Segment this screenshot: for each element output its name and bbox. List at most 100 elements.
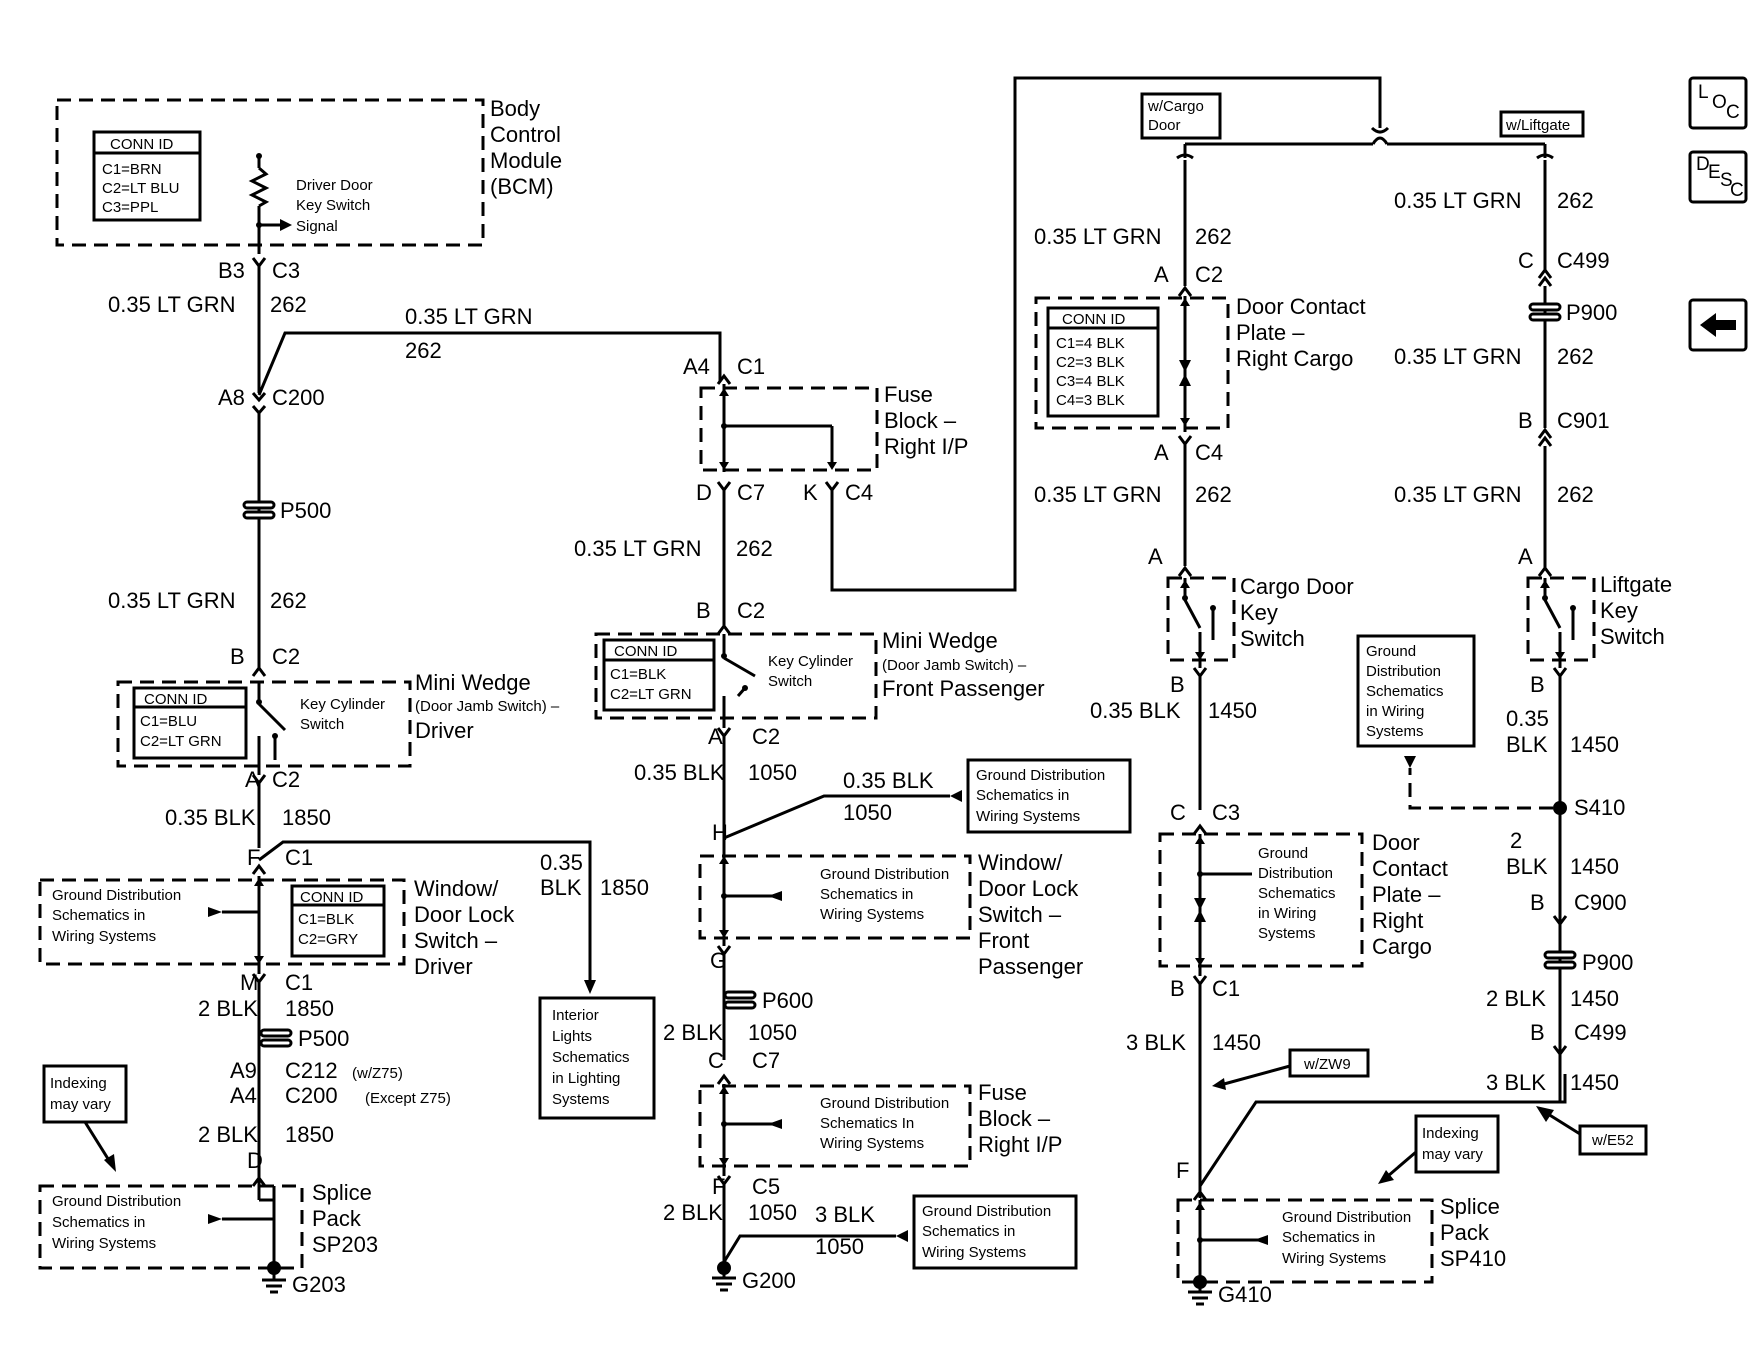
- svg-text:Ground Distribution: Ground Distribution: [52, 887, 181, 904]
- svg-text:Key: Key: [1600, 598, 1638, 623]
- svg-text:Liftgate: Liftgate: [1600, 572, 1672, 597]
- fuse-block-lower: Ground Distribution Schematics In Wiring…: [698, 1080, 1062, 1176]
- svg-text:Schematics in: Schematics in: [820, 886, 913, 903]
- svg-text:P500: P500: [298, 1026, 349, 1051]
- svg-text:Right Cargo: Right Cargo: [1236, 346, 1353, 371]
- svg-text:0.35 BLK: 0.35 BLK: [165, 805, 256, 830]
- interior-lights-ref[interactable]: Interior Lights Schematics in Lighting S…: [538, 996, 656, 1120]
- svg-text:Splice: Splice: [1440, 1194, 1500, 1219]
- bcm-title: Body: [490, 96, 540, 121]
- svg-text:Fuse: Fuse: [978, 1080, 1027, 1105]
- svg-text:1850: 1850: [285, 996, 334, 1021]
- svg-text:Schematics: Schematics: [1366, 683, 1444, 700]
- svg-text:may vary: may vary: [1422, 1146, 1483, 1163]
- svg-text:1050: 1050: [748, 760, 797, 785]
- svg-text:0.35 LT GRN: 0.35 LT GRN: [1034, 482, 1162, 507]
- svg-text:P900: P900: [1566, 300, 1617, 325]
- svg-text:2 BLK: 2 BLK: [1486, 986, 1546, 1011]
- loc-icon[interactable]: L O C: [1688, 76, 1748, 130]
- svg-text:2 BLK: 2 BLK: [198, 1122, 258, 1147]
- svg-text:Switch: Switch: [1240, 626, 1305, 651]
- svg-text:Plate –: Plate –: [1372, 882, 1441, 907]
- svg-text:B: B: [1530, 672, 1545, 697]
- svg-text:D: D: [1696, 154, 1710, 175]
- svg-text:Switch: Switch: [768, 673, 812, 690]
- svg-text:C4: C4: [1195, 440, 1223, 465]
- svg-text:0.35 BLK: 0.35 BLK: [843, 768, 934, 793]
- svg-text:1450: 1450: [1570, 854, 1619, 879]
- svg-text:C2: C2: [752, 724, 780, 749]
- svg-text:C2=LT GRN: C2=LT GRN: [610, 686, 692, 703]
- svg-text:F: F: [1176, 1158, 1189, 1183]
- svg-text:A9: A9: [230, 1058, 257, 1083]
- svg-text:C901: C901: [1557, 408, 1610, 433]
- svg-text:1850: 1850: [282, 805, 331, 830]
- arrow-up-icon: [584, 980, 596, 994]
- svg-text:Signal: Signal: [296, 218, 338, 235]
- svg-text:A: A: [245, 767, 260, 792]
- svg-text:P900: P900: [1582, 950, 1633, 975]
- svg-text:1050: 1050: [843, 800, 892, 825]
- svg-text:2: 2: [1510, 828, 1522, 853]
- desc-icon[interactable]: D E S C: [1688, 150, 1748, 204]
- svg-text:0.35: 0.35: [540, 850, 583, 875]
- svg-text:Splice: Splice: [312, 1180, 372, 1205]
- svg-text:B: B: [1170, 976, 1185, 1001]
- svg-text:Schematics in: Schematics in: [922, 1223, 1015, 1240]
- svg-text:A8: A8: [218, 385, 245, 410]
- svg-text:Schematics in: Schematics in: [52, 1214, 145, 1231]
- svg-text:A4: A4: [683, 354, 710, 379]
- fuse-block-right-ip: A4 C1 Fuse Block – Right I/P D C7 K C4: [683, 354, 968, 505]
- svg-text:Block –: Block –: [884, 408, 957, 433]
- svg-text:Front Passenger: Front Passenger: [882, 676, 1045, 701]
- svg-text:Window/: Window/: [414, 876, 499, 901]
- svg-text:0.35 LT GRN: 0.35 LT GRN: [108, 292, 236, 317]
- svg-text:Fuse: Fuse: [884, 382, 933, 407]
- svg-text:Interior: Interior: [552, 1007, 599, 1024]
- svg-text:(w/Z75): (w/Z75): [352, 1065, 403, 1082]
- svg-text:(Door Jamb Switch) –: (Door Jamb Switch) –: [415, 698, 560, 715]
- svg-text:C7: C7: [752, 1048, 780, 1073]
- svg-text:Ground Distribution: Ground Distribution: [976, 767, 1105, 784]
- ground-icon: [1188, 1290, 1212, 1306]
- svg-text:O: O: [1712, 92, 1727, 113]
- liftgate-circuit: 0.35 LT GRN 262 C C499 P900 0.35 LT GRN …: [1394, 160, 1617, 577]
- svg-text:0.35: 0.35: [1506, 706, 1549, 731]
- svg-text:Wiring Systems: Wiring Systems: [820, 1135, 924, 1152]
- svg-text:A: A: [1154, 262, 1169, 287]
- svg-text:C2=3 BLK: C2=3 BLK: [1056, 354, 1125, 371]
- svg-text:3 BLK: 3 BLK: [1486, 1070, 1546, 1095]
- svg-text:Ground Distribution: Ground Distribution: [52, 1193, 181, 1210]
- back-arrow-icon[interactable]: [1688, 298, 1748, 352]
- ground-ref-box-liftgate[interactable]: Ground Distribution Schematics in Wiring…: [1356, 634, 1476, 748]
- svg-text:Wiring Systems: Wiring Systems: [52, 1235, 156, 1252]
- svg-text:may vary: may vary: [50, 1096, 111, 1113]
- svg-text:w/ZW9: w/ZW9: [1303, 1056, 1351, 1073]
- svg-text:SP203: SP203: [312, 1232, 378, 1257]
- svg-text:C1=4 BLK: C1=4 BLK: [1056, 335, 1125, 352]
- svg-text:B3: B3: [218, 258, 245, 283]
- svg-text:C1=BLK: C1=BLK: [610, 666, 666, 683]
- svg-text:P500: P500: [280, 498, 331, 523]
- svg-text:3 BLK: 3 BLK: [1126, 1030, 1186, 1055]
- svg-text:Ground Distribution: Ground Distribution: [820, 866, 949, 883]
- svg-text:Module: Module: [490, 148, 562, 173]
- svg-text:Wiring Systems: Wiring Systems: [1282, 1250, 1386, 1267]
- svg-text:F: F: [247, 845, 260, 870]
- ground-ref-box-2[interactable]: Ground Distribution Schematics in Wiring…: [912, 1194, 1078, 1270]
- svg-text:B: B: [696, 598, 711, 623]
- svg-text:Contact: Contact: [1372, 856, 1448, 881]
- indexing-note-cargo: Indexing may vary: [1378, 1114, 1500, 1184]
- svg-text:Control: Control: [490, 122, 561, 147]
- svg-text:Indexing: Indexing: [50, 1075, 107, 1092]
- svg-text:Mini Wedge: Mini Wedge: [415, 670, 531, 695]
- svg-text:Right I/P: Right I/P: [884, 434, 968, 459]
- svg-text:Block –: Block –: [978, 1106, 1051, 1131]
- svg-text:Window/: Window/: [978, 850, 1063, 875]
- svg-text:Ground: Ground: [1258, 845, 1308, 862]
- svg-text:D: D: [247, 1148, 263, 1173]
- svg-text:Wiring Systems: Wiring Systems: [820, 906, 924, 923]
- ground-ref-box-1[interactable]: Ground Distribution Schematics in Wiring…: [966, 758, 1132, 834]
- svg-text:Wiring Systems: Wiring Systems: [52, 928, 156, 945]
- svg-text:Ground Distribution: Ground Distribution: [820, 1095, 949, 1112]
